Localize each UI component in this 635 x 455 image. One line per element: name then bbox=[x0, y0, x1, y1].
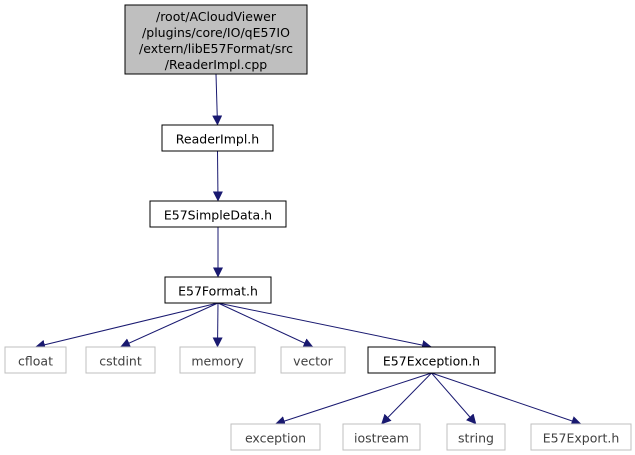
node-label: cfloat bbox=[18, 354, 53, 369]
node-label: E57Format.h bbox=[178, 284, 258, 299]
node-box bbox=[124, 4, 308, 75]
node-box bbox=[530, 423, 632, 451]
node-box bbox=[149, 200, 287, 228]
node-label: /plugins/core/IO/qE57IO bbox=[142, 25, 290, 40]
node-box bbox=[230, 423, 321, 451]
node-box bbox=[179, 346, 256, 374]
node-e57format_h[interactable]: E57Format.h bbox=[164, 276, 272, 304]
node-cstdint: cstdint bbox=[85, 346, 156, 374]
node-label: ReaderImpl.h bbox=[176, 132, 259, 147]
node-box bbox=[164, 276, 272, 304]
node-readerimpl_cpp[interactable]: /root/ACloudViewer/plugins/core/IO/qE57I… bbox=[124, 4, 308, 75]
node-label: /ReaderImpl.cpp bbox=[165, 57, 268, 72]
node-box bbox=[446, 423, 506, 451]
node-e57simpledata_h[interactable]: E57SimpleData.h bbox=[149, 200, 287, 228]
edge-e57exception_h-to-string bbox=[431, 372, 477, 425]
node-label: string bbox=[458, 431, 494, 446]
node-memory: memory bbox=[179, 346, 256, 374]
nodes-layer: /root/ACloudViewer/plugins/core/IO/qE57I… bbox=[4, 4, 632, 451]
node-label: cstdint bbox=[99, 354, 142, 369]
edges-layer bbox=[35, 73, 582, 426]
node-box bbox=[280, 346, 346, 374]
node-iostream: iostream bbox=[342, 423, 421, 451]
node-label: /extern/libE57Format/src bbox=[139, 41, 293, 56]
edge-readerimpl_h-to-e57simpledata_h bbox=[212, 150, 223, 202]
edge-e57format_h-to-cfloat bbox=[35, 302, 219, 350]
edge-e57exception_h-to-iostream bbox=[381, 372, 432, 425]
node-label: memory bbox=[191, 354, 244, 369]
edge-readerimpl_cpp-to-readerimpl_h bbox=[212, 73, 223, 126]
edge-e57exception_h-to-e57export_h bbox=[431, 372, 582, 426]
node-e57export_h: E57Export.h bbox=[530, 423, 632, 451]
node-box bbox=[342, 423, 421, 451]
node-label: iostream bbox=[354, 431, 409, 446]
edge-e57format_h-to-vector bbox=[217, 302, 314, 348]
node-label: E57Export.h bbox=[543, 431, 620, 446]
node-box bbox=[85, 346, 156, 374]
node-exception: exception bbox=[230, 423, 321, 451]
node-label: /root/ACloudViewer bbox=[156, 9, 277, 24]
node-e57exception_h[interactable]: E57Exception.h bbox=[367, 346, 496, 374]
node-vector: vector bbox=[280, 346, 346, 374]
node-label: E57Exception.h bbox=[383, 354, 480, 369]
edge-e57format_h-to-memory bbox=[212, 302, 223, 348]
edge-e57exception_h-to-exception bbox=[275, 372, 432, 426]
node-label: exception bbox=[245, 431, 306, 446]
node-box bbox=[367, 346, 496, 374]
edge-e57format_h-to-e57exception_h bbox=[217, 302, 432, 350]
node-label: E57SimpleData.h bbox=[164, 208, 272, 223]
node-readerimpl_h[interactable]: ReaderImpl.h bbox=[161, 124, 274, 152]
node-string: string bbox=[446, 423, 506, 451]
node-label: vector bbox=[293, 354, 334, 369]
edge-e57format_h-to-cstdint bbox=[120, 302, 219, 348]
node-cfloat: cfloat bbox=[4, 346, 67, 374]
node-box bbox=[4, 346, 67, 374]
node-box bbox=[161, 124, 274, 152]
